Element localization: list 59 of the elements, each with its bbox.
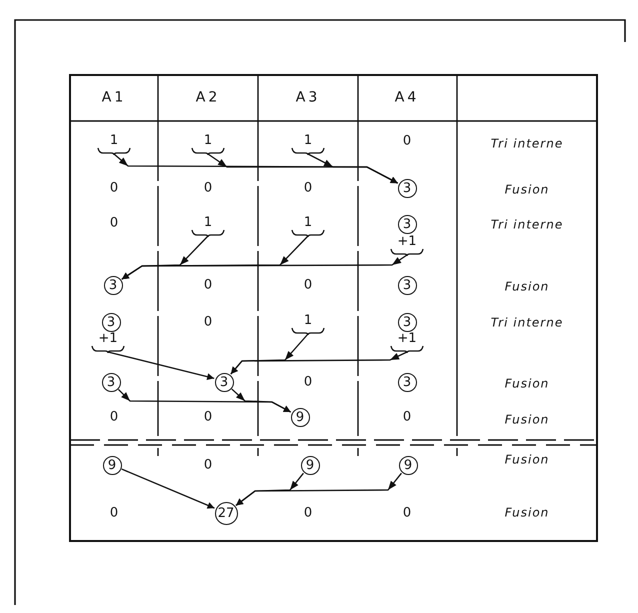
arrow	[121, 254, 408, 280]
operation-label: Fusion	[504, 506, 550, 520]
column-header: A3	[296, 90, 320, 106]
circled-number: 9	[290, 408, 310, 426]
column-header: A4	[394, 90, 420, 106]
cell-value: 0	[402, 506, 412, 520]
cell-value: 0	[204, 314, 212, 330]
bracketed-number: 1	[290, 134, 326, 156]
cell-value: 0	[110, 216, 118, 230]
cell-value: 0	[304, 278, 312, 292]
operation-label: Fusion	[504, 182, 550, 198]
circled-number: 3	[214, 372, 234, 392]
arrow	[231, 388, 292, 413]
operation-label: Fusion	[504, 412, 550, 428]
operation-label: Tri interne	[490, 316, 564, 330]
cell-value: 0	[304, 180, 312, 196]
circled-number: 3	[398, 178, 416, 198]
bracketed-number: +1	[389, 235, 425, 257]
arrow	[108, 351, 214, 380]
circled-number: 3	[398, 372, 416, 392]
circled-number: 9	[398, 456, 418, 474]
cell-value: 0	[304, 506, 312, 520]
bracketed-number: 1	[190, 216, 226, 238]
cell-value: 0	[204, 410, 212, 424]
cell-value: 0	[402, 410, 412, 424]
bracketed-number: 1	[190, 134, 226, 156]
cell-value: 0	[110, 180, 118, 196]
cell-value: 0	[402, 134, 412, 148]
operation-label: Fusion	[504, 376, 550, 392]
operation-label: Tri interne	[490, 218, 564, 232]
operation-label: Fusion	[504, 280, 550, 294]
cell-value: 0	[110, 506, 118, 520]
circled-number: 3	[398, 214, 416, 234]
circled-number: 9	[300, 456, 320, 474]
arrow	[121, 468, 215, 509]
circled-number: 9	[102, 456, 122, 474]
circled-number: 3	[102, 372, 120, 392]
column-header: A2	[196, 90, 220, 106]
bracketed-number: 1	[290, 216, 326, 238]
bracketed-number: +1	[90, 332, 126, 354]
cell-value: 0	[204, 278, 212, 292]
bracketed-number: +1	[389, 332, 425, 354]
circled-number: 3	[398, 276, 416, 294]
circled-number: 3	[104, 276, 122, 294]
circled-number: 27	[214, 502, 238, 524]
circled-number: 3	[398, 312, 416, 332]
column-header: A1	[102, 90, 126, 106]
cell-value: 0	[204, 458, 212, 472]
arrow	[230, 351, 408, 374]
arrow	[236, 472, 402, 506]
arrow	[308, 153, 398, 184]
cell-value: 0	[204, 180, 212, 196]
circled-number: 3	[102, 312, 120, 332]
cell-value: 0	[304, 374, 312, 390]
bracketed-number: 1	[96, 134, 132, 156]
operation-label: Fusion	[504, 452, 550, 468]
bracketed-number: 1	[290, 314, 326, 336]
cell-value: 0	[110, 410, 118, 424]
operation-label: Tri interne	[490, 136, 564, 152]
